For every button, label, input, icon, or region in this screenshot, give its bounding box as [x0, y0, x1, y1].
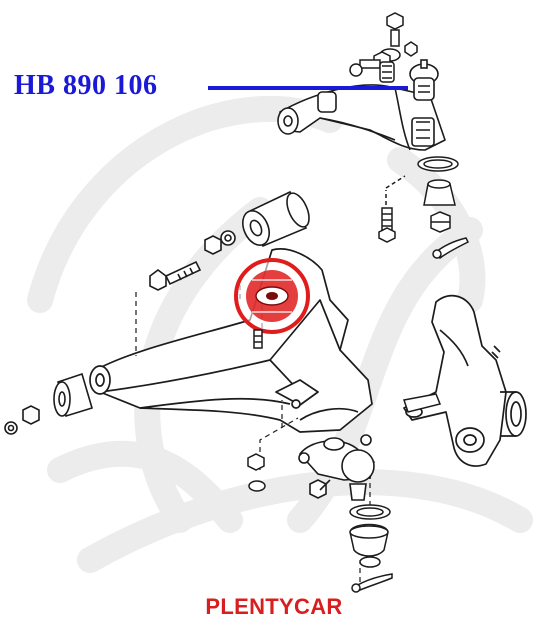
arm-bushing: [204, 190, 310, 255]
upper-control-arm: [277, 84, 446, 151]
highlighted-part: [234, 258, 310, 334]
upper-ball-joint: [409, 59, 439, 101]
part-number-label: HB 890 106: [14, 70, 158, 101]
upper-bolt: [378, 175, 406, 243]
steering-knuckle: [403, 294, 527, 467]
long-bolt: [149, 260, 202, 291]
lower-control-arm: [89, 248, 373, 433]
part-number-leader-line: [208, 86, 408, 90]
stud-bolt: [253, 329, 263, 349]
lower-joint-small-parts: [247, 453, 393, 593]
brand-label: PLENTYCAR: [205, 594, 343, 619]
lower-ball-joint: [298, 434, 375, 501]
upper-joint-small-parts: [417, 156, 470, 260]
upper-arm-hardware: [349, 12, 418, 83]
lower-arm-bushing: [4, 372, 93, 435]
tie-rod-end: [403, 393, 442, 413]
